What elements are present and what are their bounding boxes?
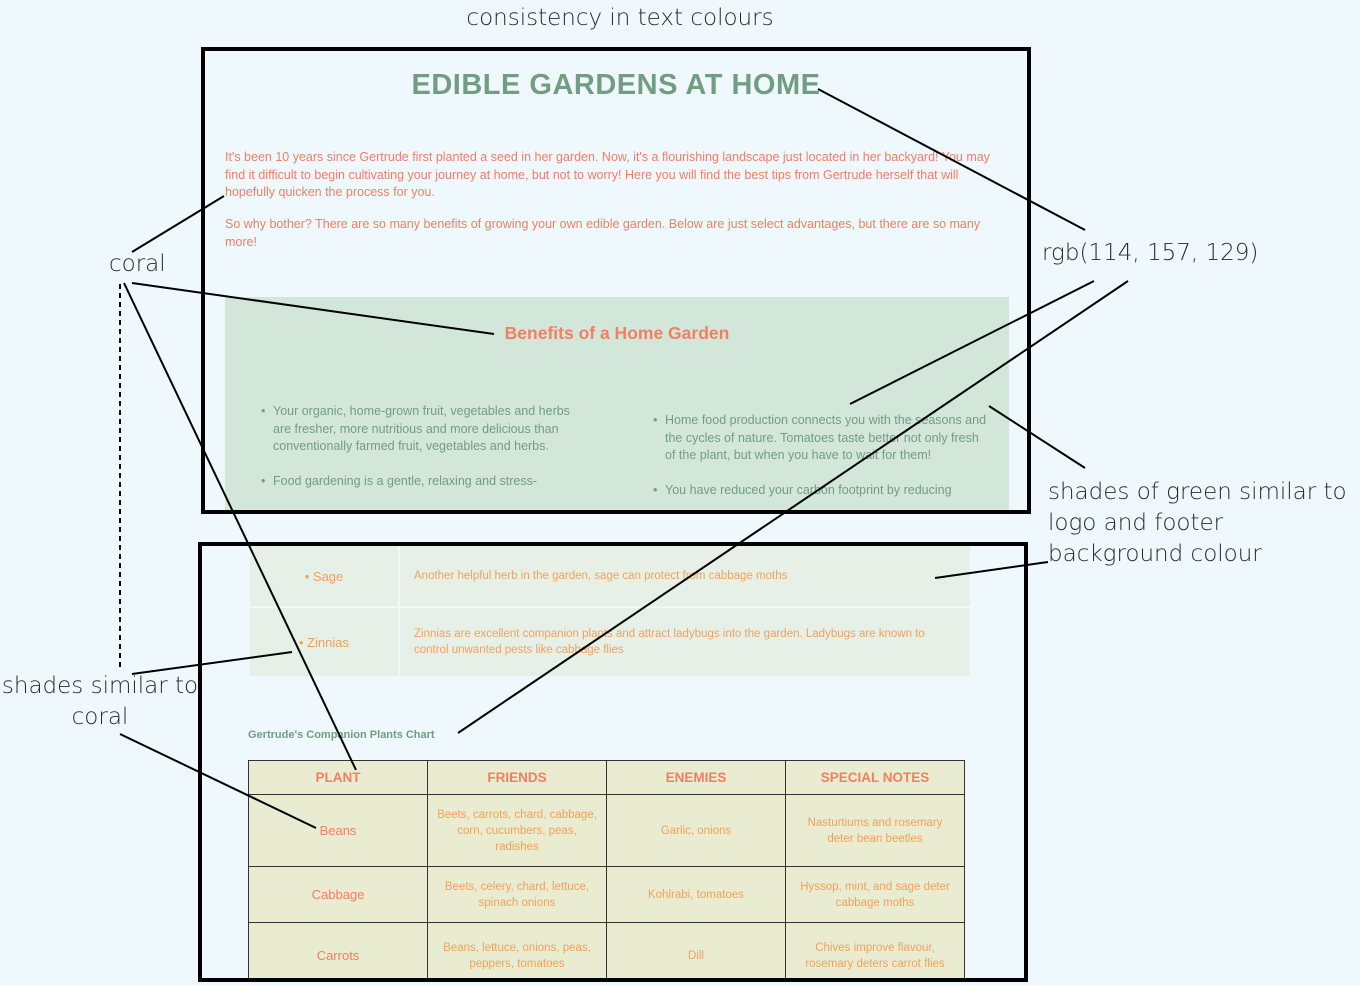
herb-list: • Sage Another helpful herb in the garde… (250, 546, 970, 678)
cell-friends: Beets, carrots, chard, cabbage, corn, cu… (427, 794, 607, 867)
herb-row: • Zinnias Zinnias are excellent companio… (250, 608, 970, 678)
annotation-line: coral (71, 704, 129, 730)
annotation-line: background colour (1048, 541, 1262, 567)
cell-plant: Carrots (248, 922, 428, 978)
site-title: EDIBLE GARDENS AT HOME (411, 69, 821, 101)
cell-notes: Hyssop, mint, and sage deter cabbage mot… (785, 866, 965, 923)
connector-line (457, 280, 1129, 734)
list-item: You have reduced your carbon footprint b… (653, 482, 991, 500)
benefits-list-left: Your organic, home-grown fruit, vegetabl… (261, 403, 585, 507)
intro-paragraph-1: It's been 10 years since Gertrude first … (225, 150, 990, 199)
companion-plants-table: PLANT FRIENDS ENEMIES SPECIAL NOTES Bean… (248, 760, 965, 978)
annotation-rgb: rgb(114, 157, 129) (1042, 240, 1259, 266)
connector-line (934, 561, 1049, 579)
website-top-screenshot: EDIBLE GARDENS AT HOME It's been 10 year… (201, 47, 1031, 514)
connector-line (119, 733, 317, 829)
connector-line (817, 88, 1086, 231)
website-bottom-screenshot: • Sage Another helpful herb in the garde… (198, 542, 1028, 982)
cell-enemies: Kohlrabi, tomatoes (606, 866, 786, 923)
cell-enemies: Dill (606, 922, 786, 978)
benefits-section: Benefits of a Home Garden Your organic, … (225, 297, 1009, 510)
list-item: Your organic, home-grown fruit, vegetabl… (261, 403, 585, 456)
table-header-row: PLANT FRIENDS ENEMIES SPECIAL NOTES (248, 760, 965, 795)
cell-notes: Nasturtiums and rosemary deter bean beet… (785, 794, 965, 867)
herb-name: • Zinnias (250, 608, 400, 676)
header-special-notes: SPECIAL NOTES (785, 760, 965, 795)
cell-enemies: Garlic, onions (606, 794, 786, 867)
annotation-green-shades: shades of green similar to logo and foot… (1048, 477, 1347, 570)
connector-line (123, 282, 357, 771)
annotation-line: shades similar to (1, 673, 199, 699)
header-friends: FRIENDS (427, 760, 607, 795)
connector-line (131, 651, 293, 675)
connector-line (131, 195, 225, 253)
intro-paragraph-2: So why bother? There are so many benefit… (225, 217, 981, 249)
connector-line (988, 405, 1086, 469)
cell-notes: Chives improve flavour, rosemary deters … (785, 922, 965, 978)
annotation-line: shades of green similar to (1048, 479, 1347, 505)
annotation-title: consistency in text colours (466, 5, 774, 31)
table-row: Beans Beets, carrots, chard, cabbage, co… (248, 794, 965, 867)
annotation-line: logo and footer (1048, 510, 1224, 536)
annotation-coral: coral (109, 251, 166, 277)
herb-description: Zinnias are excellent companion plants a… (414, 628, 925, 656)
herb-name: • Sage (250, 546, 400, 606)
table-row: Carrots Beans, lettuce, onions, peas, pe… (248, 922, 965, 978)
connector-line (849, 280, 1095, 405)
cell-friends: Beans, lettuce, onions, peas, peppers, t… (427, 922, 607, 978)
benefits-heading: Benefits of a Home Garden (504, 323, 730, 343)
annotation-coral-shades: shades similar to coral (0, 671, 200, 733)
connector-line (131, 282, 495, 335)
chart-caption: Gertrude's Companion Plants Chart (248, 729, 435, 741)
list-item: Food gardening is a gentle, relaxing and… (261, 473, 585, 491)
